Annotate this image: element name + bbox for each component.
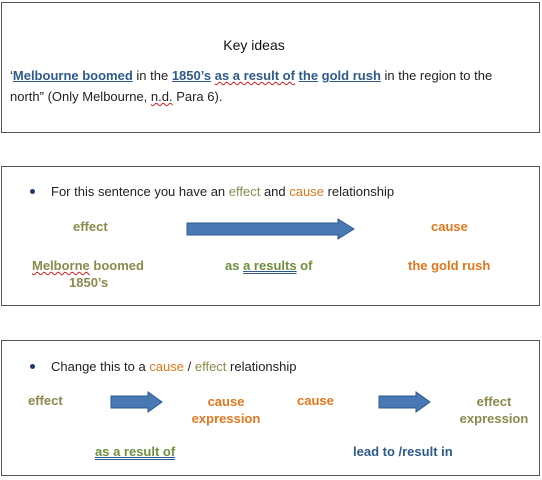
line2-text-b: Para 6).	[172, 89, 223, 104]
effect-expression-line2: expression	[459, 411, 529, 426]
effect-cause-box	[1, 166, 540, 306]
box2-gold-rush: the gold rush	[408, 258, 491, 273]
box3-bullet-effect: effect	[194, 359, 227, 374]
phrase-1850s: 1850’s	[171, 68, 212, 83]
box2-bullet-post: relationship	[323, 184, 395, 199]
right-arrow-icon	[110, 391, 163, 413]
box3-bullet-sep: /	[184, 359, 195, 374]
key-ideas-box	[1, 2, 540, 133]
box2-bullet-cause: cause	[289, 184, 324, 199]
bullet-dot	[30, 189, 35, 194]
word-melborne: Melborne	[32, 258, 90, 273]
box3-bullet-cause: cause	[149, 359, 184, 374]
open-quote: ‘	[10, 68, 13, 83]
key-ideas-title: Key ideas	[223, 37, 285, 53]
box2-bullet-effect: effect	[228, 184, 261, 199]
box3-bullet-post: relationship	[226, 359, 297, 374]
box2-bullet-and: and	[260, 184, 290, 199]
box3-as-a-result-of: as a result of	[95, 444, 176, 459]
box2-melbourne-boomed: Melborne boomed	[32, 258, 144, 273]
box3-effect-expression: effect expression	[452, 393, 536, 427]
text-in-region: in the region to the	[380, 68, 493, 83]
word-as: as	[225, 258, 244, 273]
box3-bullet-text: Change this to a cause / effect relation…	[51, 359, 297, 374]
bullet-dot	[30, 364, 35, 369]
box2-effect-label: effect	[73, 219, 108, 234]
box3-bullet-pre: Change this to a	[51, 359, 150, 374]
phrase-gold-rush: gold rush	[321, 68, 381, 83]
phrase-the: the	[298, 68, 319, 83]
box3-lead-to: lead to /result in	[353, 444, 453, 459]
right-arrow-icon	[378, 391, 431, 413]
box2-year: 1850’s	[69, 275, 109, 290]
word-boomed: boomed	[89, 258, 144, 273]
phrase-as-a-result-of: as a result of	[214, 68, 295, 83]
effect-expression-line1: effect	[476, 394, 512, 409]
quote-line-1: ‘Melbourne boomed in the 1850’s as a res…	[10, 68, 492, 83]
phrase-melbourne-boomed: Melbourne boomed	[12, 68, 133, 83]
right-arrow-icon	[186, 218, 355, 240]
line2-nd: n.d.	[150, 89, 173, 104]
box2-bullet-pre: For this sentence you have an	[51, 184, 229, 199]
word-of: of	[296, 258, 313, 273]
quote-line-2: north” (Only Melbourne, n.d. Para 6).	[10, 89, 222, 104]
line2-text-a: north” (Only Melbourne,	[10, 89, 151, 104]
box3-cause-mid: cause	[297, 393, 334, 408]
word-a-results: a results	[243, 258, 297, 273]
box3-effect-left: effect	[28, 393, 63, 408]
box2-cause-label: cause	[431, 219, 468, 234]
box3-cause-expression: cause expression	[186, 393, 266, 427]
cause-expression-line1: cause	[207, 394, 245, 409]
cause-expression-line2: expression	[191, 411, 261, 426]
box2-as-a-results-of: as a results of	[225, 258, 312, 273]
text-in-the: in the	[132, 68, 172, 83]
cause-effect-box	[1, 340, 540, 476]
box2-bullet-text: For this sentence you have an effect and…	[51, 184, 394, 199]
